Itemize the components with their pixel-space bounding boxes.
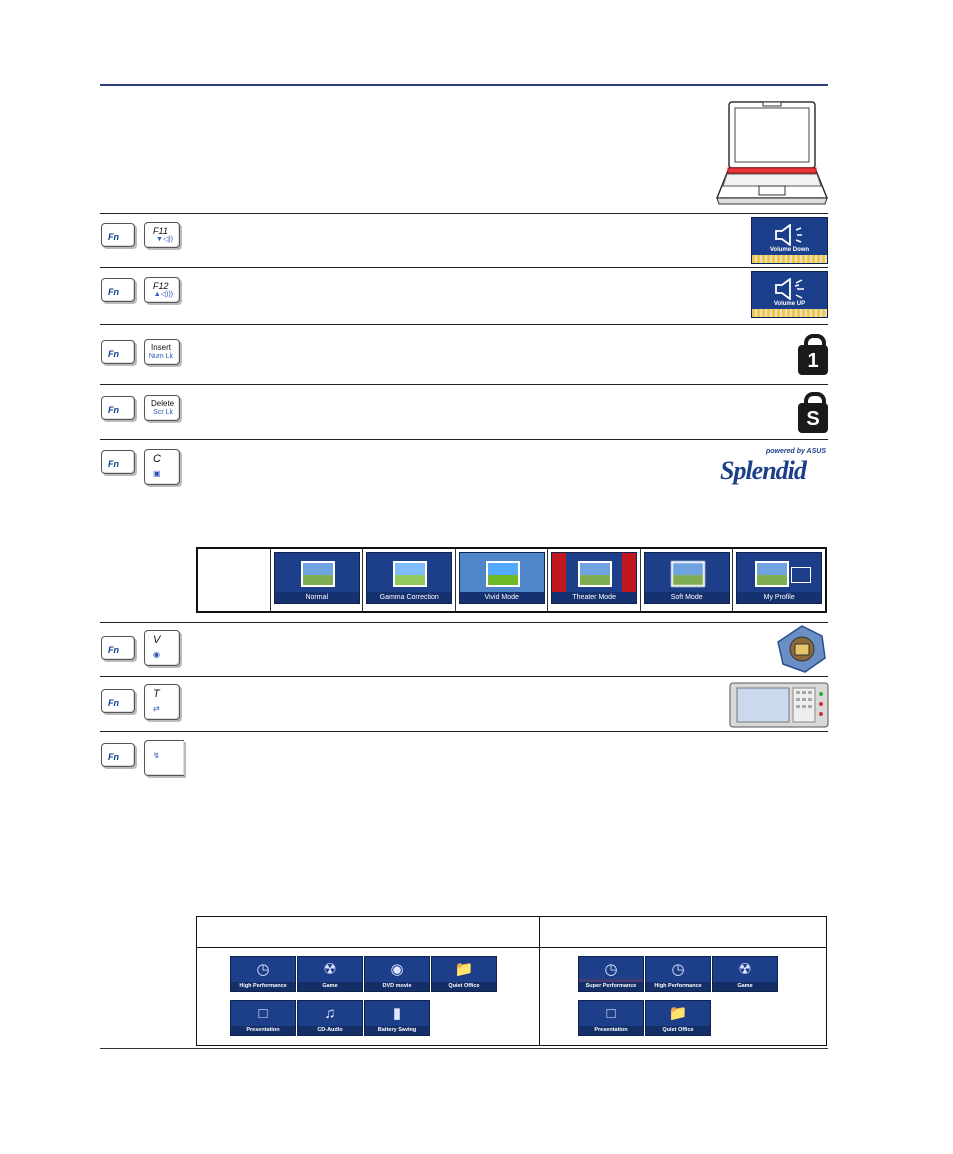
row-divider	[100, 324, 828, 325]
fn-key: Fn	[101, 636, 135, 660]
fn-key: Fn	[101, 396, 135, 420]
projector-icon: □	[258, 1005, 268, 1022]
c-key: C▣	[144, 449, 180, 485]
footer-rule	[100, 1048, 828, 1049]
scrolllock-lock-icon: S	[798, 392, 828, 433]
power-tile: ◷High Performance	[230, 956, 296, 992]
modes-label-cell	[196, 547, 271, 613]
power-tile: 📁Quiet Office	[645, 1000, 711, 1036]
fn-key: Fn	[101, 689, 135, 713]
fn-key: Fn	[101, 223, 135, 247]
splendid-modes-table: Normal Gamma Correction Vivid Mode Theat…	[196, 547, 827, 613]
power-icon: ↯	[153, 751, 160, 760]
fn-key: Fn	[101, 340, 135, 364]
row-divider	[100, 622, 828, 623]
row-divider	[100, 384, 828, 385]
fn-key: Fn	[101, 450, 135, 474]
row-divider	[100, 439, 828, 440]
mode-gamma-correction: Gamma Correction	[366, 551, 453, 604]
power-header-left	[196, 916, 540, 948]
mode-theater: Theater Mode	[551, 551, 638, 604]
camera-utility-icon	[777, 625, 826, 673]
mode-normal: Normal	[273, 551, 360, 604]
row-divider	[100, 731, 828, 732]
fn-key: Fn	[101, 743, 135, 767]
gauge-icon: ◷	[256, 961, 270, 978]
f12-key: F12▲◁)))	[144, 277, 180, 303]
mode-my-profile: My Profile	[736, 551, 823, 604]
fn-key: Fn	[101, 278, 135, 302]
v-key: V◉	[144, 630, 180, 666]
gauge-icon: ◷	[671, 961, 685, 978]
row-divider	[100, 213, 828, 214]
power-tile: ◷Super Performance	[578, 956, 644, 992]
splendid-icon: ▣	[153, 469, 161, 478]
power-tile: ♫CD-Audio	[297, 1000, 363, 1036]
volume-up-osd: Volume UP	[751, 271, 828, 318]
power-tile: ▮Battery Saving	[364, 1000, 430, 1036]
power-header-right	[539, 916, 827, 948]
projector-icon: □	[606, 1005, 616, 1022]
osd-label: Volume Down	[769, 247, 810, 253]
t-key: T⇄	[144, 684, 180, 720]
space-key: ↯	[144, 740, 184, 776]
headphones-icon: ♫	[324, 1005, 336, 1022]
osd-label: Volume UP	[773, 301, 806, 307]
communication-utility-icon	[729, 682, 829, 728]
power-tile: ◉DVD movie	[364, 956, 430, 992]
gamepad-icon: ☢	[323, 961, 337, 978]
mode-vivid: Vivid Mode	[458, 551, 545, 604]
battery-icon: ▮	[392, 1005, 402, 1022]
row-divider	[100, 267, 828, 268]
row-divider	[100, 676, 828, 677]
gauge-icon: ◷	[604, 961, 618, 978]
numlock-lock-icon: 1	[798, 334, 828, 375]
power-tile: ☢Game	[712, 956, 778, 992]
gamepad-icon: ☢	[738, 961, 752, 978]
mode-soft: Soft Mode	[643, 551, 730, 604]
power-tile: □Presentation	[578, 1000, 644, 1036]
folder-icon: 📁	[454, 961, 474, 978]
power-modes-left: ◷High Performance☢Game◉DVD movie📁Quiet O…	[196, 947, 540, 1046]
power-tile: ◷High Performance	[645, 956, 711, 992]
power-tile: 📁Quiet Office	[431, 956, 497, 992]
power-tile: ☢Game	[297, 956, 363, 992]
laptop-illustration	[715, 101, 829, 205]
f11-key: F11▼◁))	[144, 222, 180, 248]
power-modes-right: ◷Super Performance◷High Performance☢Game…	[539, 947, 827, 1046]
splendid-logo: powered by ASUS Splendid	[720, 448, 826, 485]
power-tile: □Presentation	[230, 1000, 296, 1036]
volume-down-osd: Volume Down	[751, 217, 828, 264]
folder-icon: 📁	[668, 1005, 688, 1022]
disc-icon: ◉	[390, 961, 404, 978]
power-modes-table: ◷High Performance☢Game◉DVD movie📁Quiet O…	[196, 916, 827, 1046]
camera-icon: ◉	[153, 650, 160, 659]
switch-icon: ⇄	[153, 704, 160, 713]
header-rule	[100, 84, 828, 86]
